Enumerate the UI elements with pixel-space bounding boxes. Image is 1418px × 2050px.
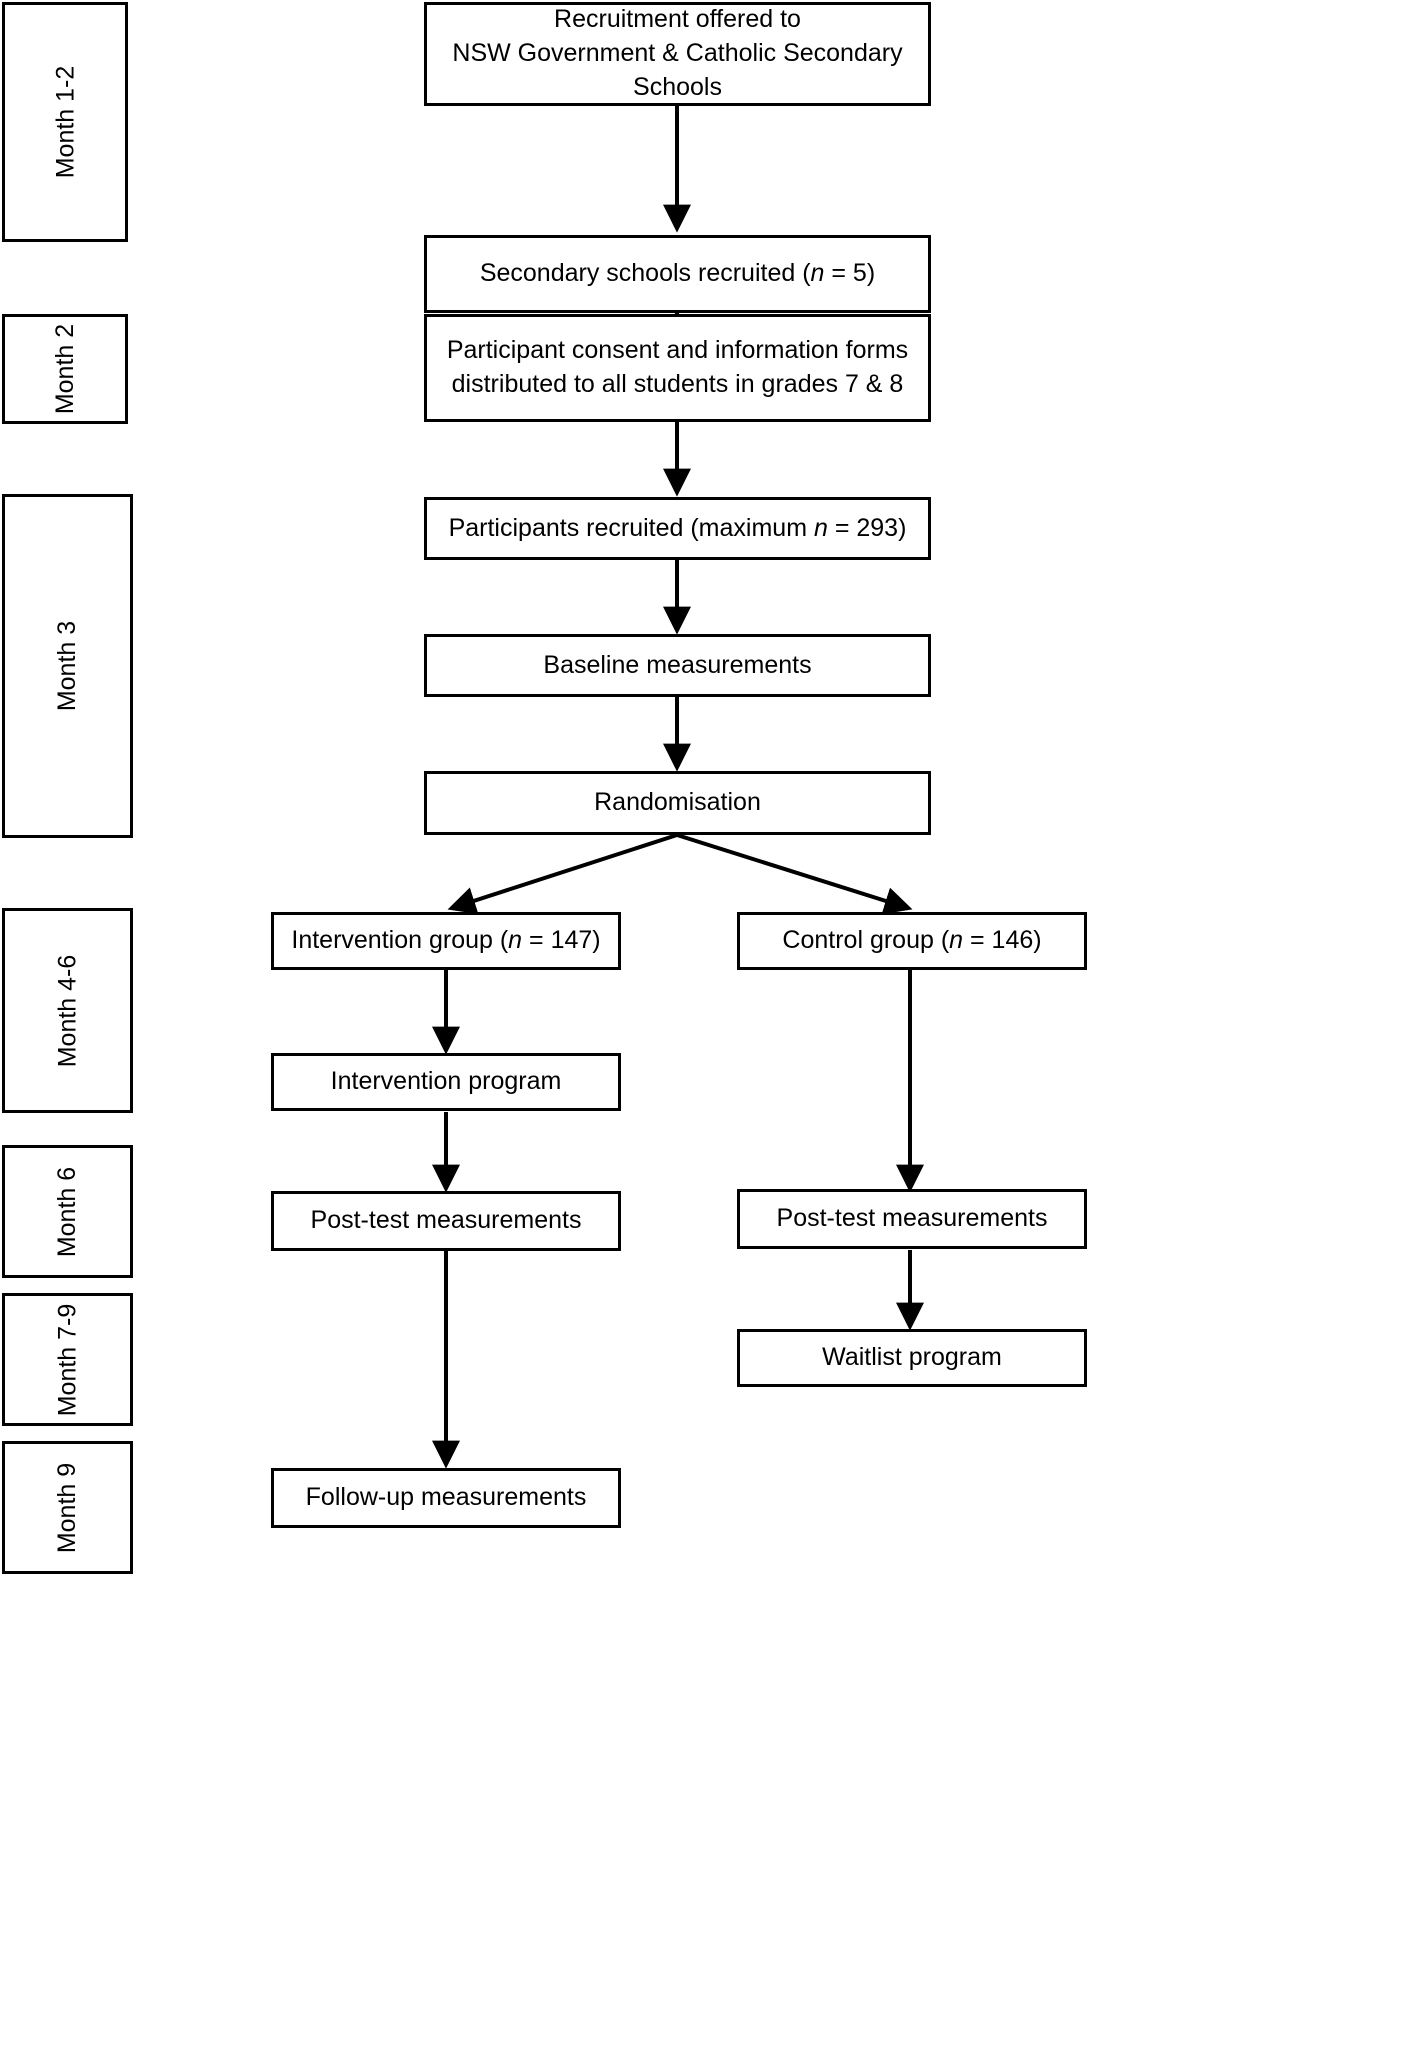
timeline-label-month-1-2: Month 1-2 — [51, 65, 79, 179]
timeline-label-month-6: Month 6 — [53, 1166, 82, 1257]
control-post-test-box: Post-test measurements — [737, 1189, 1087, 1249]
recruitment-offered-line-1: Recruitment offered to — [554, 5, 801, 34]
control-group-n-symbol: n — [949, 926, 964, 955]
consent-forms-box: Participant consent and information form… — [424, 314, 931, 422]
timeline-box-month-1-2: Month 1-2 — [2, 2, 128, 242]
timeline-box-month-3: Month 3 — [2, 494, 133, 838]
timeline-box-month-7-9: Month 7-9 — [2, 1293, 133, 1426]
timeline-box-month-9: Month 9 — [2, 1441, 133, 1574]
intervention-post-test-label: Post-test measurements — [310, 1206, 582, 1235]
arrow-n6-to-n8 — [676, 833, 913, 915]
intervention-group-text-pre: Intervention group ( — [291, 926, 509, 955]
control-post-test-label: Post-test measurements — [776, 1204, 1048, 1233]
intervention-post-test-box: Post-test measurements — [271, 1191, 621, 1251]
consent-forms-line-1: Participant consent and information form… — [446, 336, 909, 365]
schools-recruited-text-pre: Secondary schools recruited ( — [479, 259, 811, 288]
intervention-group-n-symbol: n — [508, 926, 523, 955]
waitlist-program-label: Waitlist program — [822, 1343, 1002, 1372]
timeline-box-month-4-6: Month 4-6 — [2, 908, 133, 1113]
control-group-text-pre: Control group ( — [782, 926, 950, 955]
timeline-label-month-4-6: Month 4-6 — [53, 954, 82, 1067]
follow-up-measurements-box: Follow-up measurements — [271, 1468, 621, 1528]
participants-recruited-text-pre: Participants recruited (maximum — [448, 513, 814, 542]
schools-recruited-text-post: = 5) — [824, 259, 876, 288]
baseline-measurements-label: Baseline measurements — [543, 650, 812, 679]
timeline-label-month-7-9: Month 7-9 — [53, 1303, 82, 1416]
baseline-measurements-box: Baseline measurements — [424, 634, 931, 697]
consent-forms-line-2: distributed to all students in grades 7 … — [451, 370, 904, 398]
intervention-program-box: Intervention program — [271, 1053, 621, 1111]
timeline-box-month-2: Month 2 — [2, 314, 128, 424]
randomisation-box: Randomisation — [424, 771, 931, 835]
timeline-label-month-2: Month 2 — [51, 323, 79, 415]
schools-recruited-box: Secondary schools recruited (n = 5) — [424, 235, 931, 313]
recruitment-offered-line-2: NSW Government & Catholic Secondary Scho… — [452, 39, 903, 101]
waitlist-program-box: Waitlist program — [737, 1329, 1087, 1387]
participants-recruited-text-post: = 293) — [827, 513, 907, 542]
control-group-box: Control group (n = 146) — [737, 912, 1087, 970]
follow-up-measurements-label: Follow-up measurements — [305, 1483, 587, 1512]
schools-recruited-n-symbol: n — [810, 259, 825, 288]
control-group-text-post: = 146) — [963, 926, 1042, 955]
timeline-label-month-3: Month 3 — [53, 620, 82, 712]
intervention-group-text-post: = 147) — [522, 926, 601, 955]
intervention-group-box: Intervention group (n = 147) — [271, 912, 621, 970]
participants-recruited-box: Participants recruited (maximum n = 293) — [424, 497, 931, 560]
participants-recruited-n-symbol: n — [813, 513, 828, 542]
intervention-program-label: Intervention program — [330, 1067, 562, 1096]
randomisation-label: Randomisation — [594, 788, 761, 817]
arrow-n6-to-n7 — [447, 833, 678, 915]
timeline-box-month-6: Month 6 — [2, 1145, 133, 1278]
timeline-label-month-9: Month 9 — [53, 1462, 82, 1553]
recruitment-offered-box: Recruitment offered to NSW Government & … — [424, 2, 931, 106]
